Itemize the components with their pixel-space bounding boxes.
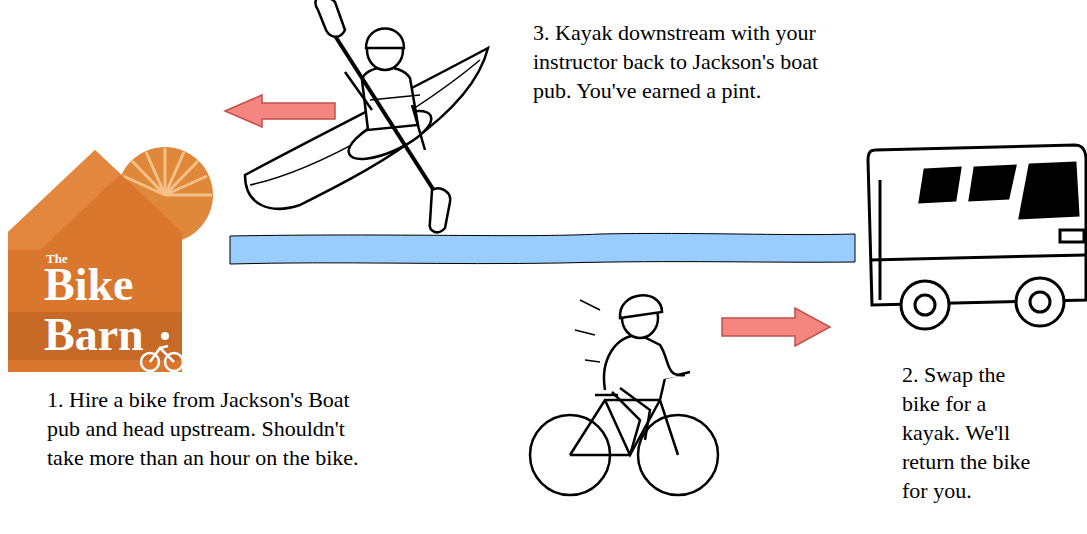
right-arrow bbox=[722, 308, 830, 346]
van-illustration bbox=[868, 145, 1086, 329]
step-caption: 2. Swap the bike for a kayak. We'll retu… bbox=[902, 360, 1036, 505]
rider-body bbox=[604, 335, 685, 390]
step-caption: 3. Kayak downstream with your instructor… bbox=[533, 18, 825, 105]
van-light bbox=[1060, 230, 1084, 242]
rider-head bbox=[161, 332, 169, 340]
van-hub bbox=[1030, 292, 1050, 312]
van-trim bbox=[870, 255, 1086, 260]
motion-lines bbox=[575, 300, 600, 362]
logo-title: Bike Barn bbox=[44, 260, 194, 360]
paddle-shaft bbox=[330, 28, 440, 200]
barn-roof-shade bbox=[8, 150, 120, 250]
kayaker-arms bbox=[345, 72, 425, 150]
river bbox=[230, 233, 855, 264]
paddle-blade bbox=[315, 0, 345, 37]
van-window bbox=[970, 166, 1015, 200]
van-windshield bbox=[1020, 163, 1078, 218]
van-wheel bbox=[901, 281, 949, 329]
van-door bbox=[879, 180, 882, 300]
kayak-hull bbox=[245, 48, 488, 209]
kayak-line bbox=[250, 60, 480, 185]
rider-helmet bbox=[620, 295, 662, 318]
helmet bbox=[366, 29, 404, 49]
step-caption: 1. Hire a bike from Jackson's Boat pub a… bbox=[47, 385, 383, 472]
left-arrow bbox=[225, 95, 335, 127]
cyclist-illustration bbox=[530, 295, 718, 495]
van-window bbox=[920, 168, 960, 202]
rider-legs bbox=[612, 388, 650, 455]
logo-node: TheBike Barn bbox=[8, 148, 200, 373]
bike-icon bbox=[141, 346, 183, 371]
wheel-spokes bbox=[123, 148, 212, 195]
paddle-blade bbox=[430, 188, 450, 232]
van-hub bbox=[915, 295, 935, 315]
barn-logo bbox=[8, 147, 213, 372]
van-wheel bbox=[1016, 278, 1064, 326]
